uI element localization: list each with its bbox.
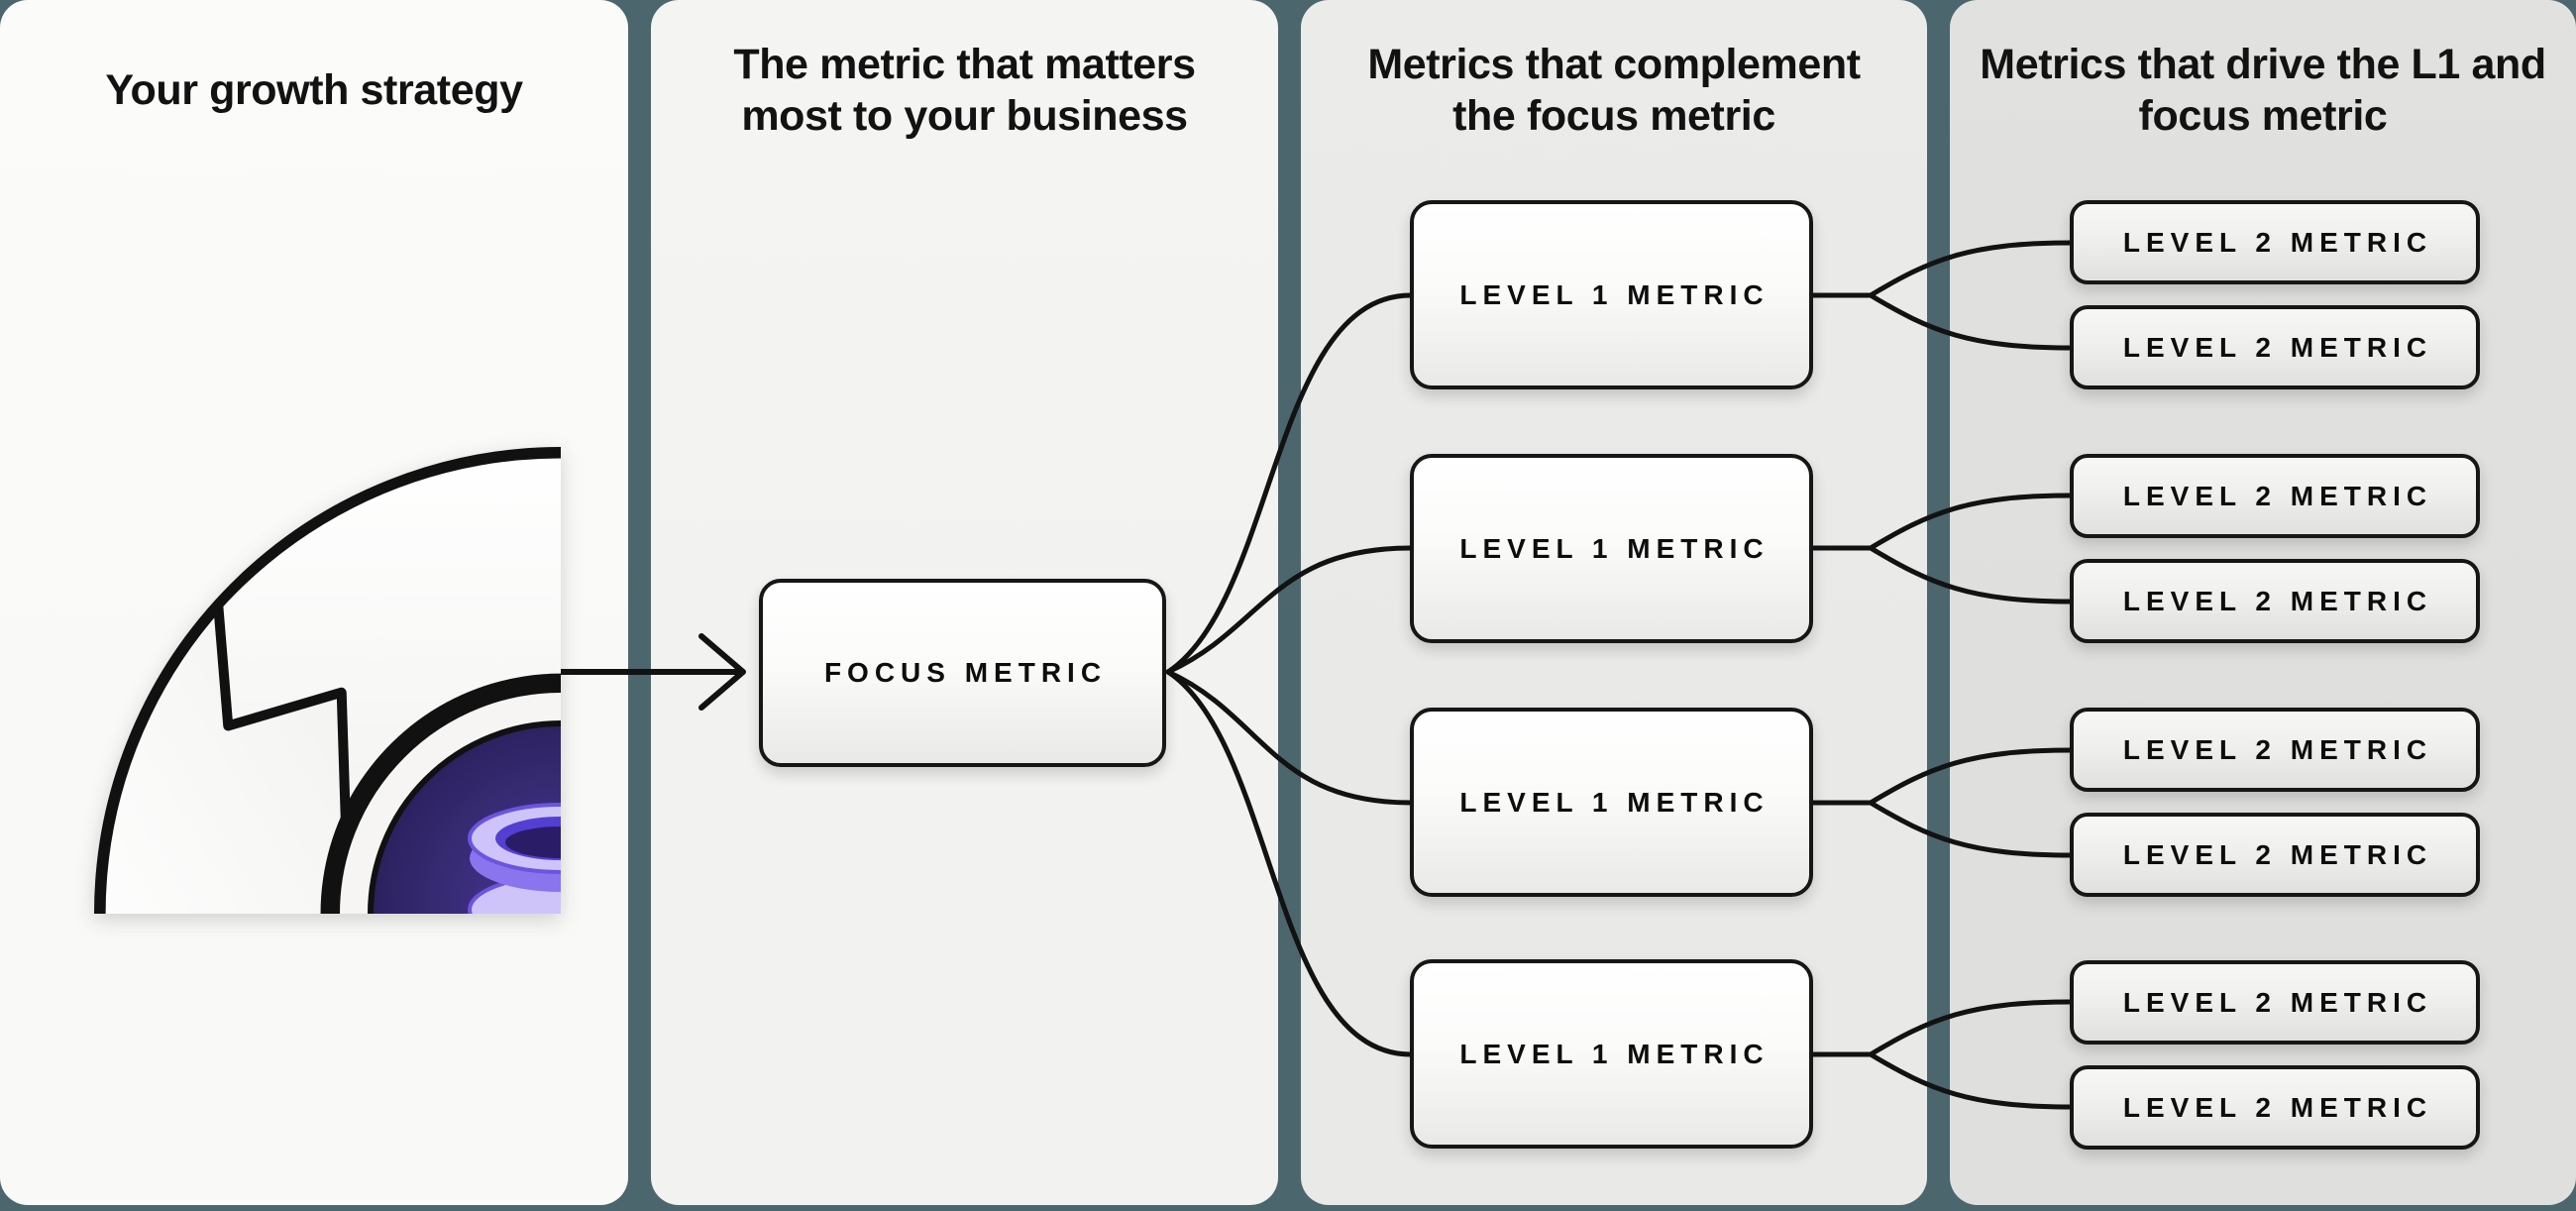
level2-metric-node: LEVEL 2 METRIC (2070, 708, 2480, 792)
level1-metric-node: LEVEL 1 METRIC (1410, 959, 1813, 1149)
level1-metric-node: LEVEL 1 METRIC (1410, 200, 1813, 389)
panel-header: Your growth strategy (0, 0, 628, 166)
panel-title-level1-metrics: Metrics that complement the focus metric (1367, 41, 1861, 140)
panel-title-level2-metrics: Metrics that drive the L1 and focus metr… (1980, 41, 2546, 140)
level2-metric-node: LEVEL 2 METRIC (2070, 305, 2480, 389)
level2-metric-label: LEVEL 2 METRIC (2122, 480, 2433, 511)
focus-metric-node: FOCUS METRIC (759, 579, 1166, 767)
level2-metric-node: LEVEL 2 METRIC (2070, 960, 2480, 1045)
panel-header: Metrics that drive the L1 and focus metr… (1950, 0, 2576, 166)
panel-title-focus-metric: The metric that matters most to your bus… (733, 41, 1196, 140)
database-icon (468, 803, 561, 914)
level2-metric-label: LEVEL 2 METRIC (2122, 331, 2433, 363)
panel-header: Metrics that complement the focus metric (1301, 0, 1927, 166)
level2-metric-node: LEVEL 2 METRIC (2070, 813, 2480, 897)
flywheel-icon (94, 447, 561, 914)
level1-metric-label: LEVEL 1 METRIC (1459, 786, 1770, 818)
level1-metric-node: LEVEL 1 METRIC (1410, 454, 1813, 643)
level2-metric-node: LEVEL 2 METRIC (2070, 454, 2480, 538)
level2-metric-label: LEVEL 2 METRIC (2122, 986, 2433, 1018)
level1-metric-label: LEVEL 1 METRIC (1459, 278, 1770, 310)
focus-metric-label: FOCUS METRIC (823, 657, 1108, 688)
flywheel-blades (95, 448, 561, 914)
level2-metric-label: LEVEL 2 METRIC (2122, 226, 2433, 258)
level1-metric-node: LEVEL 1 METRIC (1410, 708, 1813, 897)
panel-header: The metric that matters most to your bus… (651, 0, 1278, 166)
level2-metric-label: LEVEL 2 METRIC (2122, 585, 2433, 616)
level1-metric-label: LEVEL 1 METRIC (1459, 532, 1770, 564)
level1-metric-label: LEVEL 1 METRIC (1459, 1038, 1770, 1069)
level2-metric-label: LEVEL 2 METRIC (2122, 733, 2433, 765)
level2-metric-label: LEVEL 2 METRIC (2122, 838, 2433, 870)
level2-metric-label: LEVEL 2 METRIC (2122, 1091, 2433, 1123)
panel-title-growth-strategy: Your growth strategy (105, 66, 523, 115)
level2-metric-node: LEVEL 2 METRIC (2070, 1065, 2480, 1150)
level2-metric-node: LEVEL 2 METRIC (2070, 200, 2480, 284)
level2-metric-node: LEVEL 2 METRIC (2070, 559, 2480, 643)
